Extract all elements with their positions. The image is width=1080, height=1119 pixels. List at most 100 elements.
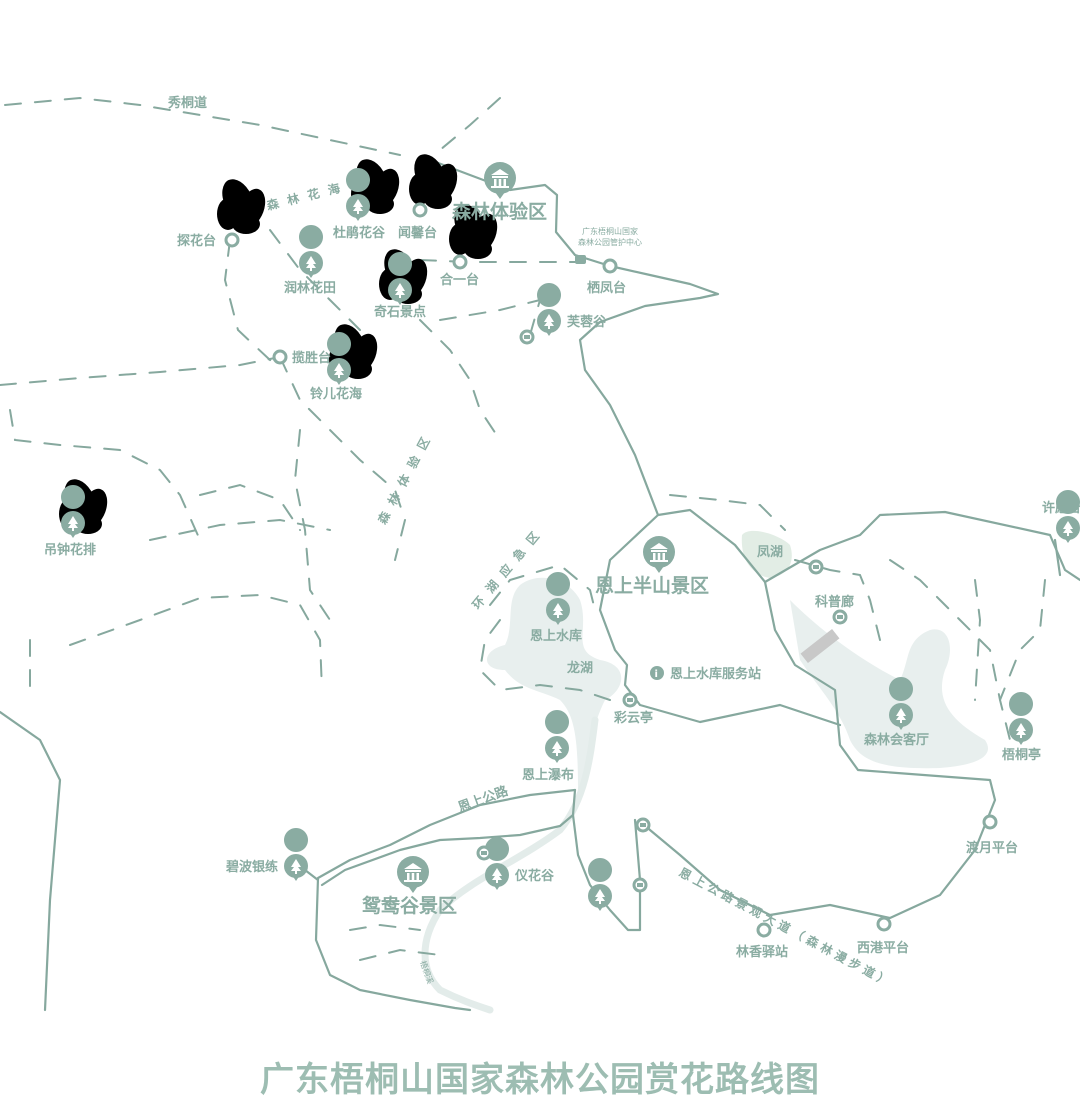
road-label-xiutong: 秀桐道	[167, 95, 207, 111]
place-xigangpingtai[interactable]: 西港平台	[857, 916, 909, 956]
zone-forest-experience[interactable]: 森林体验区	[452, 162, 547, 223]
place-label: 栖凤台	[587, 280, 626, 296]
map-title: 广东梧桐山国家森林公园赏花路线图	[260, 1060, 820, 1100]
place-label: 探花台	[177, 233, 216, 249]
info-icon	[650, 666, 664, 680]
place-caiyunting[interactable]: 彩云亭	[613, 692, 653, 726]
trail-label-flower-sea: 森林花海	[265, 178, 350, 213]
trail-label-forest: 森林体验区	[374, 427, 437, 527]
place-xuyuantai[interactable]: 许愿台	[1042, 490, 1080, 543]
place-label: 碧波银练	[225, 859, 278, 875]
place-service-station[interactable]: i 恩上水库服务站	[650, 666, 761, 682]
place-label: 林香驿站	[736, 944, 788, 960]
place-label: 恩上瀑布	[522, 767, 574, 783]
place-wenxintai[interactable]: 闻馨台	[398, 202, 437, 241]
stream-label: 梧桐溪	[418, 959, 436, 985]
place-label: 森林会客厅	[864, 732, 929, 748]
place-senlinhuiketing[interactable]: 森林会客厅	[864, 677, 929, 748]
viewpoint-ring-icon	[272, 349, 288, 365]
lake-fenghu	[741, 530, 792, 578]
management-center-icon	[575, 255, 586, 264]
place-label: 揽胜台	[292, 350, 331, 366]
place-label: 广东梧桐山国家	[582, 226, 638, 236]
museum-icon	[643, 536, 675, 573]
place-label: 铃儿花海	[310, 386, 362, 402]
place-kepulang[interactable]: 科普廊	[808, 559, 854, 625]
place-label: 森林公园管护中心	[578, 237, 642, 247]
place-label: 润林花田	[284, 280, 336, 296]
place-enshang-reservoir[interactable]: 恩上水库	[530, 572, 582, 644]
tree-pin-icon	[588, 858, 613, 911]
svg-text:i: i	[655, 669, 658, 680]
place-lanshengtai[interactable]: 揽胜台	[272, 349, 331, 366]
road-label-scenic-avenue: 恩上公路景观大道（森林漫步道）	[677, 864, 896, 990]
tree-pin-icon	[284, 828, 309, 881]
bridge	[800, 628, 840, 664]
place-label: 许愿台	[1042, 500, 1080, 516]
tree-pin-icon	[545, 710, 570, 763]
place-label: 恩上水库服务站	[670, 666, 761, 682]
place-label: 恩上水库	[530, 628, 582, 644]
viewpoint-ring-icon	[224, 232, 240, 248]
pavilion-icon	[632, 877, 648, 893]
pavilion-icon	[622, 692, 638, 708]
place-label: 合一台	[440, 272, 479, 288]
place-label: 仪花谷	[514, 868, 555, 884]
road-label-enshang: 恩上公路	[456, 783, 511, 816]
place-label: 彩云亭	[613, 710, 653, 726]
tree-pin-icon	[537, 283, 562, 336]
viewpoint-ring-icon	[412, 202, 428, 218]
place-heyitai[interactable]: 合一台	[440, 254, 479, 288]
place-duyuepingtai[interactable]: 渡月平台	[966, 814, 1018, 856]
viewpoint-ring-icon	[982, 814, 998, 830]
place-enshang-waterfall[interactable]: 恩上瀑布	[522, 710, 574, 783]
zone-enshang-banshan[interactable]: 恩上半山景区	[595, 536, 709, 597]
place-diaozhong[interactable]: 吊钟花排	[44, 485, 96, 558]
place-dujuanhuagu[interactable]: 杜鹃花谷	[333, 168, 386, 241]
place-label: 闻馨台	[398, 225, 437, 241]
place-qifengtai[interactable]: 栖凤台	[587, 258, 626, 296]
stream	[421, 716, 599, 1014]
place-wutongting[interactable]: 梧桐亭	[1002, 692, 1041, 763]
place-label: 渡月平台	[966, 840, 1018, 856]
zone-yuanyang-valley[interactable]: 鸳鸯谷景区	[362, 856, 457, 917]
museum-icon	[397, 856, 429, 893]
place-tanhuatai[interactable]: 探花台	[177, 232, 240, 249]
place-yihuagu[interactable]: 仪花谷	[476, 837, 555, 890]
place-qishijingdian[interactable]: 奇石景点	[374, 252, 426, 320]
pavilion-icon	[832, 609, 848, 625]
place-label: 芙蓉谷	[567, 314, 607, 330]
place-label: 梧桐亭	[1002, 747, 1041, 763]
place-label: 奇石景点	[374, 304, 426, 320]
viewpoint-ring-icon	[756, 922, 772, 938]
trails	[0, 96, 1046, 961]
pavilion-icon	[635, 817, 651, 833]
place-label: 科普廊	[815, 594, 854, 610]
place-label: 杜鹃花谷	[333, 225, 386, 241]
pavilion-icon	[808, 559, 824, 575]
museum-icon	[484, 162, 516, 199]
place-label: 吊钟花排	[44, 542, 96, 558]
zone-label: 鸳鸯谷景区	[362, 894, 457, 917]
lake-senlin	[790, 600, 988, 769]
tree-pin-icon	[1056, 490, 1080, 543]
viewpoint-ring-icon	[602, 258, 618, 274]
place-biboyinlian[interactable]: 碧波银练	[225, 828, 309, 881]
lake-label-longhu: 龙湖	[567, 660, 593, 676]
place-management-center[interactable]: 广东梧桐山国家 森林公园管护中心	[575, 226, 642, 264]
viewpoint-ring-icon	[876, 916, 892, 932]
lake-label-fenghu: 凤湖	[757, 545, 783, 560]
place-furonggu[interactable]: 芙蓉谷	[519, 283, 607, 345]
zone-label: 恩上半山景区	[595, 574, 709, 597]
place-runlinhuatian[interactable]: 润林花田	[284, 225, 336, 296]
place-label: 西港平台	[857, 940, 909, 956]
zone-label: 森林体验区	[452, 200, 547, 223]
pavilion-icon	[476, 845, 492, 861]
viewpoint-ring-icon	[452, 254, 468, 270]
pavilion-icon	[519, 329, 535, 345]
lake-enshang-reservoir	[486, 577, 622, 790]
place-linger[interactable]: 铃儿花海	[310, 332, 362, 402]
place-linxiangyizhan[interactable]: 林香驿站	[736, 922, 788, 960]
tree-pin-icon	[1009, 692, 1034, 745]
